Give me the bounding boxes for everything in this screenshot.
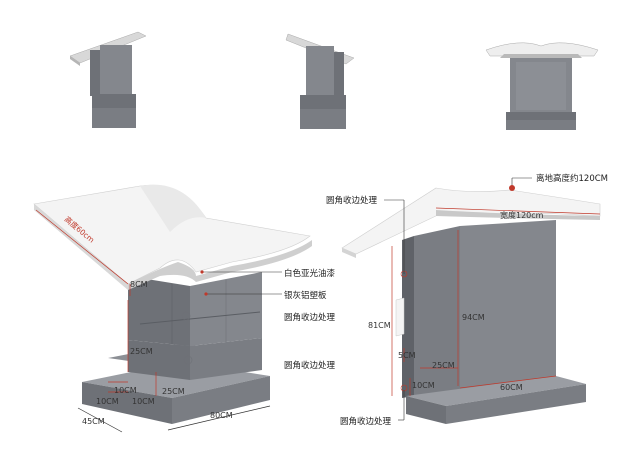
callout-round-edge-mid: 圆角收边处理 [284, 312, 336, 323]
right-dimension-lines [391, 207, 601, 396]
callout-round-edge-right-bottom: 圆角收边处理 [340, 416, 392, 427]
dim-side-depth: 60CM [500, 383, 523, 392]
thumbnail-side-view-right [285, 33, 355, 129]
callout-paint: 白色亚光油漆 [284, 268, 336, 279]
lectern-side-view [341, 187, 601, 424]
callout-height-note: 离地高度约120CM [536, 173, 608, 184]
lectern-isometric-view [33, 184, 312, 424]
height-marker-dot [509, 185, 515, 191]
dim-side-total: 81CM [368, 321, 391, 330]
dim-width: 80CM [210, 411, 233, 420]
dim-side-base: 10CM [412, 381, 435, 390]
callout-round-edge-right-top: 圆角收边处理 [326, 195, 378, 206]
callout-round-edge-low: 圆角收边处理 [284, 360, 336, 371]
dim-depth: 45CM [82, 417, 105, 426]
dim-mid-height: 25CM [130, 347, 153, 356]
dim-base-step-c: 10CM [132, 397, 155, 406]
left-dark-dimension-lines [77, 405, 271, 433]
dim-side-inner: 25CM [432, 361, 455, 370]
dim-base-step-a: 10CM [114, 386, 137, 395]
left-leader-lines [200, 270, 282, 296]
thumbnail-side-view-left [69, 31, 147, 128]
left-dimension-lines [35, 209, 157, 396]
dim-top-thick: 8CM [130, 280, 148, 289]
dim-base-step-b: 10CM [96, 397, 119, 406]
thumbnail-front-view [485, 42, 599, 130]
dim-side-gap: 5CM [398, 351, 416, 360]
dim-base-height: 25CM [162, 387, 185, 396]
dim-top-width: 宽度120cm [500, 210, 544, 220]
dim-side-body: 94CM [462, 313, 485, 322]
callout-aluminum: 银灰铝塑板 [284, 290, 327, 301]
